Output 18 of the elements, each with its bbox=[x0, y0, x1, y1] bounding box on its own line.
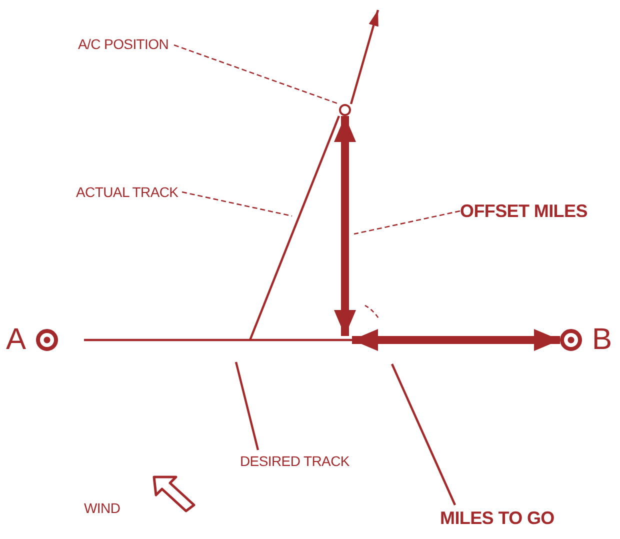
callout-label: MILES TO GO bbox=[440, 508, 554, 528]
aircraft-position-marker bbox=[339, 104, 351, 116]
measure-arrow bbox=[334, 116, 356, 336]
leader-line bbox=[234, 362, 260, 450]
leader-line bbox=[174, 44, 340, 105]
callout-label: A/C POSITION bbox=[78, 36, 169, 52]
track-line bbox=[248, 116, 340, 340]
point-label: A bbox=[6, 323, 26, 357]
leader-line bbox=[354, 210, 460, 235]
wind-label: WIND bbox=[84, 500, 120, 516]
point-label: B bbox=[592, 323, 612, 357]
leader-line bbox=[391, 364, 456, 506]
leader-line bbox=[182, 191, 292, 217]
measure-arrow bbox=[352, 329, 560, 351]
callout-label: OFFSET MILES bbox=[460, 200, 588, 222]
callout-label: ACTUAL TRACK bbox=[76, 184, 178, 200]
callout-label: DESIRED TRACK bbox=[240, 453, 350, 469]
track-line bbox=[350, 10, 380, 104]
